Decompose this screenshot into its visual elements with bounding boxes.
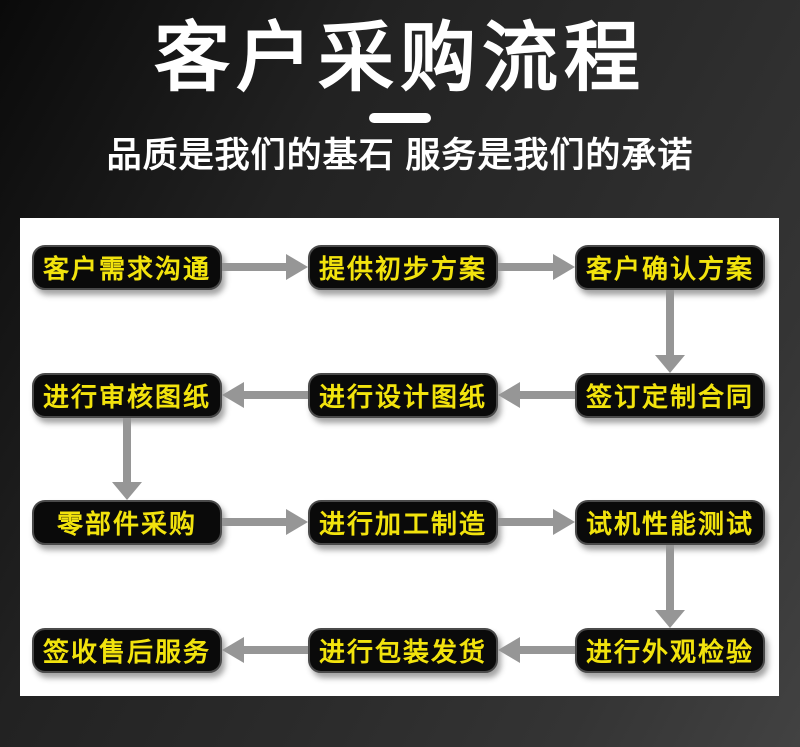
flow-node-customer-needs: 客户需求沟通 — [32, 245, 222, 290]
arrow-right-icon — [222, 254, 308, 280]
arrow-down-icon — [655, 545, 685, 628]
arrow-right-icon — [498, 509, 575, 535]
flow-node-performance-test: 试机性能测试 — [575, 500, 765, 545]
flow-node-sign-contract: 签订定制合同 — [575, 373, 765, 418]
title-underline — [369, 113, 431, 123]
flow-node-parts-procurement: 零部件采购 — [32, 500, 222, 545]
flow-node-design-drawings: 进行设计图纸 — [308, 373, 498, 418]
arrow-left-icon — [498, 382, 575, 408]
arrow-left-icon — [222, 382, 308, 408]
flow-node-appearance-inspection: 进行外观检验 — [575, 628, 765, 673]
arrow-down-icon — [655, 290, 685, 373]
flow-node-review-drawings: 进行审核图纸 — [32, 373, 222, 418]
flow-node-packing-shipping: 进行包装发货 — [308, 628, 498, 673]
flowchart-panel: 客户需求沟通 提供初步方案 客户确认方案 进行审核图纸 进行设计图纸 签订定制合… — [20, 218, 779, 696]
page-title: 客户采购流程 — [154, 16, 646, 101]
flow-node-confirm-proposal: 客户确认方案 — [575, 245, 765, 290]
arrow-down-icon — [112, 418, 142, 500]
arrow-right-icon — [222, 509, 308, 535]
page-subtitle: 品质是我们的基石 服务是我们的承诺 — [106, 136, 694, 175]
arrow-left-icon — [222, 637, 308, 663]
flow-node-after-sales: 签收售后服务 — [32, 628, 222, 673]
arrow-left-icon — [498, 637, 575, 663]
flow-node-manufacturing: 进行加工制造 — [308, 500, 498, 545]
arrow-right-icon — [498, 254, 575, 280]
flow-node-initial-proposal: 提供初步方案 — [308, 245, 498, 290]
